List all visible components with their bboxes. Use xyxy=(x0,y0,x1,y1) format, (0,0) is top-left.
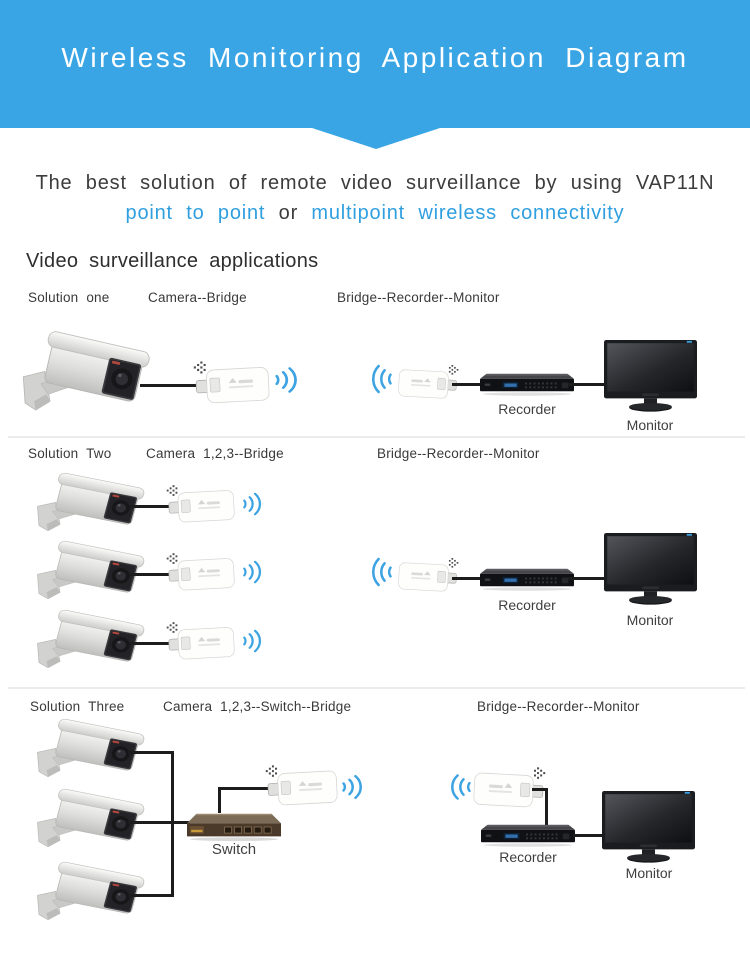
header-chevron xyxy=(312,128,440,149)
monitor-icon xyxy=(604,533,697,606)
section-divider xyxy=(8,436,745,438)
wifi-signal-icon xyxy=(371,553,393,591)
wireless-bridge-icon xyxy=(265,763,339,807)
network-switch-icon xyxy=(187,812,281,842)
cable-line xyxy=(452,577,488,580)
wireless-bridge-icon xyxy=(397,556,459,593)
solution-3-right-topology: Bridge--Recorder--Monitor xyxy=(477,699,640,714)
cable-line xyxy=(568,383,608,386)
wifi-signal-icon xyxy=(242,626,262,656)
cable-line xyxy=(545,788,548,828)
cable-line xyxy=(128,821,190,824)
cable-line xyxy=(130,573,180,576)
solution-2-left-topology: Camera 1,2,3--Bridge xyxy=(146,446,284,461)
cable-line xyxy=(128,751,174,754)
wifi-signal-icon xyxy=(450,770,472,804)
recorder-label: Recorder xyxy=(498,597,556,613)
solution-1-left-topology: Camera--Bridge xyxy=(148,290,247,305)
cable-line xyxy=(452,383,488,386)
wireless-bridge-icon xyxy=(193,359,271,405)
solution-3-left-topology: Camera 1,2,3--Switch--Bridge xyxy=(163,699,352,714)
switch-label: Switch xyxy=(211,841,257,858)
wireless-bridge-icon xyxy=(166,483,236,524)
cable-line xyxy=(171,751,174,897)
cable-line xyxy=(573,834,605,837)
wifi-signal-icon xyxy=(274,363,298,397)
wifi-signal-icon xyxy=(341,771,363,803)
cable-line xyxy=(140,384,202,387)
recorder-icon xyxy=(481,822,575,847)
cable-line xyxy=(532,788,548,791)
cable-line xyxy=(218,787,274,790)
page-title: Wireless Monitoring Application Diagram xyxy=(61,42,689,73)
intro-accent-2: multipoint wireless connectivity xyxy=(311,202,625,224)
cable-line xyxy=(218,789,221,813)
recorder-label: Recorder xyxy=(498,401,556,417)
solution-1-title: Solution one xyxy=(28,290,110,305)
monitor-label: Monitor xyxy=(626,417,674,433)
cable-line xyxy=(130,642,180,645)
header-banner xyxy=(0,0,750,128)
wireless-bridge-icon xyxy=(166,620,236,661)
section-divider xyxy=(8,687,745,689)
solution-2-right-topology: Bridge--Recorder--Monitor xyxy=(377,446,540,461)
recorder-icon xyxy=(480,566,574,591)
cable-line xyxy=(568,577,608,580)
solution-1-right-topology: Bridge--Recorder--Monitor xyxy=(337,290,500,305)
wireless-bridge-icon xyxy=(166,551,236,592)
section-heading: Video surveillance applications xyxy=(26,250,319,272)
intro-or: or xyxy=(278,202,299,224)
monitor-icon xyxy=(604,340,697,413)
solution-2-title: Solution Two xyxy=(28,446,112,461)
wifi-signal-icon xyxy=(242,557,262,587)
intro-line-1: The best solution of remote video survei… xyxy=(35,172,715,194)
cable-line xyxy=(130,505,180,508)
wifi-signal-icon xyxy=(371,360,393,398)
intro-accent-1: point to point xyxy=(125,202,266,224)
wireless-bridge-icon xyxy=(472,765,546,809)
camera-icon xyxy=(18,326,160,424)
cable-line xyxy=(128,894,174,897)
wifi-signal-icon xyxy=(242,489,262,519)
intro-line-2: point to point or multipoint wireless co… xyxy=(0,202,750,225)
solution-3-title: Solution Three xyxy=(30,699,125,714)
wireless-bridge-icon xyxy=(397,363,459,400)
monitor-label: Monitor xyxy=(626,612,674,628)
recorder-label: Recorder xyxy=(499,849,557,865)
monitor-icon xyxy=(602,791,695,864)
recorder-icon xyxy=(480,371,574,396)
monitor-label: Monitor xyxy=(625,865,673,881)
